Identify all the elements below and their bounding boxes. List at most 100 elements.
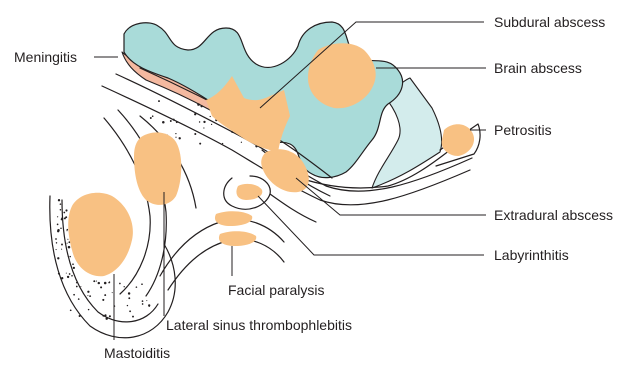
bone-speckle xyxy=(124,286,125,287)
bone-speckle xyxy=(80,286,81,287)
bone-speckle xyxy=(66,273,67,274)
leader-labyrinthitis xyxy=(258,196,484,255)
bone-speckle xyxy=(127,305,128,306)
bone-speckle xyxy=(56,249,57,250)
bone-speckle xyxy=(141,283,143,285)
bone-speckle xyxy=(69,256,70,257)
bone-speckle xyxy=(149,306,150,307)
bone-speckle xyxy=(56,242,57,243)
bone-speckle xyxy=(197,103,200,106)
bone-speckle xyxy=(128,292,130,294)
bone-speckle xyxy=(73,267,75,269)
bone-speckle xyxy=(129,310,131,312)
bone-speckle xyxy=(72,263,74,265)
bone-speckle xyxy=(61,218,63,220)
bone-speckle xyxy=(173,119,175,121)
bone-speckle xyxy=(104,282,107,285)
bone-speckle xyxy=(150,117,152,119)
bone-speckle xyxy=(109,315,111,317)
bone-speckle xyxy=(60,209,62,211)
facial-nerve-blob-lower xyxy=(219,231,256,246)
mastoiditis-blob xyxy=(68,193,133,276)
bone-speckle xyxy=(203,121,205,123)
bone-speckle xyxy=(87,291,89,293)
bone-speckle xyxy=(78,298,80,300)
bone-speckle xyxy=(108,282,110,284)
bone-speckle xyxy=(194,113,196,115)
bone-speckle xyxy=(89,295,91,297)
bone-speckle xyxy=(70,309,72,311)
bone-speckle xyxy=(146,300,147,301)
bone-speckle xyxy=(158,100,160,102)
bone-speckle xyxy=(194,133,196,135)
bone-speckle xyxy=(142,303,144,305)
bone-speckle xyxy=(211,124,212,125)
bone-speckle xyxy=(210,116,211,117)
bone-speckle xyxy=(61,244,63,246)
bone-speckle xyxy=(63,212,65,214)
bone-speckle xyxy=(128,297,130,299)
bone-speckle xyxy=(76,282,77,283)
bone-speckle xyxy=(57,257,59,259)
label-mastoiditis: Mastoiditis xyxy=(104,345,170,361)
bone-speckle xyxy=(76,286,78,288)
bone-speckle xyxy=(170,120,172,122)
bone-speckle xyxy=(57,216,58,217)
bone-speckle xyxy=(68,256,69,257)
bone-speckle xyxy=(200,105,202,107)
bone-speckle xyxy=(55,238,57,240)
bone-speckle xyxy=(96,281,97,282)
bone-speckle xyxy=(65,216,67,218)
label-labyrinthitis: Labyrinthitis xyxy=(494,247,569,263)
bone-speckle xyxy=(65,209,67,211)
lateral-sinus-blob xyxy=(134,132,181,205)
middle-ear-curve-1 xyxy=(160,219,284,276)
facial-nerve-blob-upper xyxy=(215,211,252,226)
bone-speckle xyxy=(57,229,59,231)
bone-speckle xyxy=(199,121,200,122)
bone-speckle xyxy=(203,127,204,128)
labyrinth-canal xyxy=(270,194,316,222)
bone-speckle xyxy=(176,121,178,123)
bone-speckle xyxy=(104,314,106,316)
bone-speckle xyxy=(69,273,71,275)
bone-speckle xyxy=(57,224,59,226)
bone-speckle xyxy=(67,229,68,230)
bone-speckle xyxy=(102,299,104,301)
label-brain-abscess: Brain abscess xyxy=(494,60,582,76)
bone-speckle xyxy=(93,280,95,282)
bone-speckle xyxy=(67,243,68,244)
bone-speckle xyxy=(68,246,71,249)
bone-speckle xyxy=(58,199,60,201)
bone-speckle xyxy=(179,137,181,139)
bone-speckle xyxy=(222,143,223,144)
label-facial-paralysis: Facial paralysis xyxy=(228,282,324,298)
bone-speckle xyxy=(142,300,144,302)
labyrinthitis-blob xyxy=(236,184,262,200)
bone-speckle xyxy=(112,292,113,293)
bone-speckle xyxy=(199,143,201,145)
bone-speckle xyxy=(119,283,121,285)
bone-speckle xyxy=(58,273,60,275)
label-extradural-abscess: Extradural abscess xyxy=(494,207,613,223)
bone-speckle xyxy=(79,315,81,317)
petrositis-blob xyxy=(442,124,474,156)
bone-speckle xyxy=(100,286,102,288)
label-meningitis: Meningitis xyxy=(14,49,77,65)
bone-speckle xyxy=(67,276,69,278)
bone-speckle xyxy=(175,137,176,138)
bone-speckle xyxy=(60,203,62,205)
bone-speckle xyxy=(67,239,68,240)
label-subdural-abscess: Subdural abscess xyxy=(494,14,605,30)
bone-speckle xyxy=(61,277,63,279)
bone-speckle xyxy=(162,121,165,124)
bone-speckle xyxy=(136,286,138,288)
label-lateral-sinus-thrombophlebitis: Lateral sinus thrombophlebitis xyxy=(166,317,352,333)
bone-speckle xyxy=(105,317,107,319)
bone-speckle xyxy=(87,295,88,296)
bone-speckle xyxy=(98,282,100,284)
bone-speckle xyxy=(102,315,104,317)
bone-speckle xyxy=(175,133,176,134)
bone-speckle xyxy=(73,294,75,296)
label-petrositis: Petrositis xyxy=(494,122,552,138)
